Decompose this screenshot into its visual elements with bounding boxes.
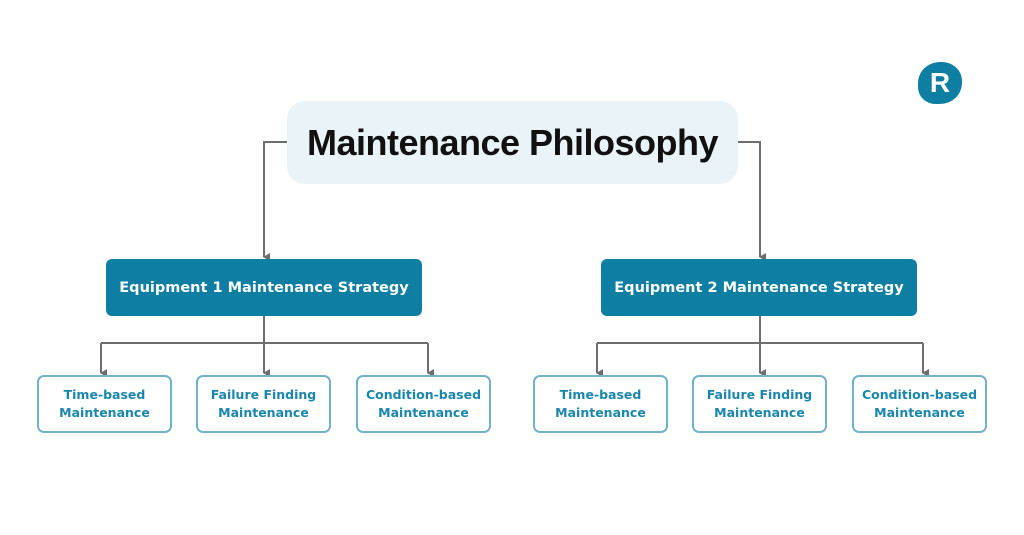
leaf-label: Time-based xyxy=(63,387,146,402)
strategy-node-2: Equipment 2 Maintenance Strategy xyxy=(601,259,917,316)
leaf-label: Condition-based xyxy=(365,387,482,402)
logo-letter: R xyxy=(929,67,951,98)
root-node-title: Maintenance Philosophy xyxy=(287,101,738,184)
logo: R xyxy=(918,62,962,104)
leaf-label: Time-based xyxy=(559,387,642,402)
leaf-label: Maintenance xyxy=(59,405,150,420)
leaf-label: Failure Finding xyxy=(210,387,317,402)
leaf-label: Maintenance xyxy=(555,405,646,420)
connector-title-left xyxy=(263,141,287,261)
leaf-label: Failure Finding xyxy=(706,387,813,402)
strategy-node-1: Equipment 1 Maintenance Strategy xyxy=(106,259,422,316)
leaf-label: Maintenance xyxy=(378,405,469,420)
connector-strategy-1 xyxy=(101,316,428,344)
connector-strategy-2 xyxy=(597,316,923,344)
leaf-label: Maintenance xyxy=(874,405,965,420)
leaf-label: Maintenance xyxy=(218,405,309,420)
connector-title-right xyxy=(738,141,766,261)
leaf-label: Condition-based xyxy=(861,387,978,402)
leaf-label: Maintenance xyxy=(714,405,805,420)
